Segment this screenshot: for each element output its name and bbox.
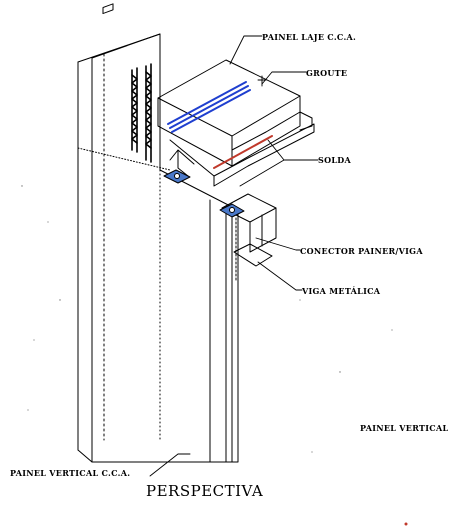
leader-conector: [255, 237, 301, 251]
hollow-core-zigzag: [145, 71, 152, 149]
label-viga: VIGA METÁLICA: [302, 286, 381, 296]
panel-slot: [102, 3, 114, 15]
leader-viga: [257, 261, 303, 291]
beam-bottom-flange: [233, 243, 273, 267]
steel-beam: [221, 193, 277, 267]
leader-painel-vertical: [149, 453, 191, 477]
vertical-panel-front-face: [77, 33, 239, 463]
vertical-panel: [77, 3, 239, 463]
leader-lines: [149, 35, 319, 477]
label-solda: SOLDA: [318, 155, 352, 165]
groute-band: [167, 81, 251, 133]
vertical-panel-joint: [77, 147, 171, 171]
leader-groute: [261, 71, 307, 85]
connector-bolt: [229, 207, 235, 213]
slab-panel-nose: [231, 111, 313, 151]
label-conector: CONECTOR PAINER/VIGA: [300, 246, 423, 256]
slab-panel-front-edge: [157, 97, 233, 167]
leader-solda-bottom: [239, 159, 285, 187]
label-painel-laje: PAINEL LAJE C.C.A.: [262, 32, 357, 42]
label-painel-vertical-right: PAINEL VERTICAL: [360, 423, 449, 433]
connector-bracket: [169, 149, 195, 177]
label-groute: GROUTE: [306, 68, 348, 78]
slab-panel-lip: [213, 123, 315, 187]
groute-marker: [257, 75, 267, 87]
connector-bolt: [174, 173, 180, 179]
beam-web: [249, 207, 277, 253]
panel-hollow-core: [131, 63, 152, 163]
drawing-title: PERSPECTIVA: [146, 482, 264, 500]
scan-speckle: [21, 185, 421, 526]
slab-panel-lip-edge: [169, 139, 215, 177]
hollow-core-zigzag: [131, 74, 138, 144]
slab-panel-side-edge: [231, 95, 301, 167]
vertical-panel-top-edge: [91, 33, 161, 59]
leader-painel-laje: [229, 35, 263, 65]
weld-line: [213, 135, 273, 169]
label-painel-vertical-cca: PAINEL VERTICAL C.C.A.: [10, 468, 131, 478]
slab-panel: [157, 59, 315, 187]
connector-plates: [163, 149, 245, 291]
